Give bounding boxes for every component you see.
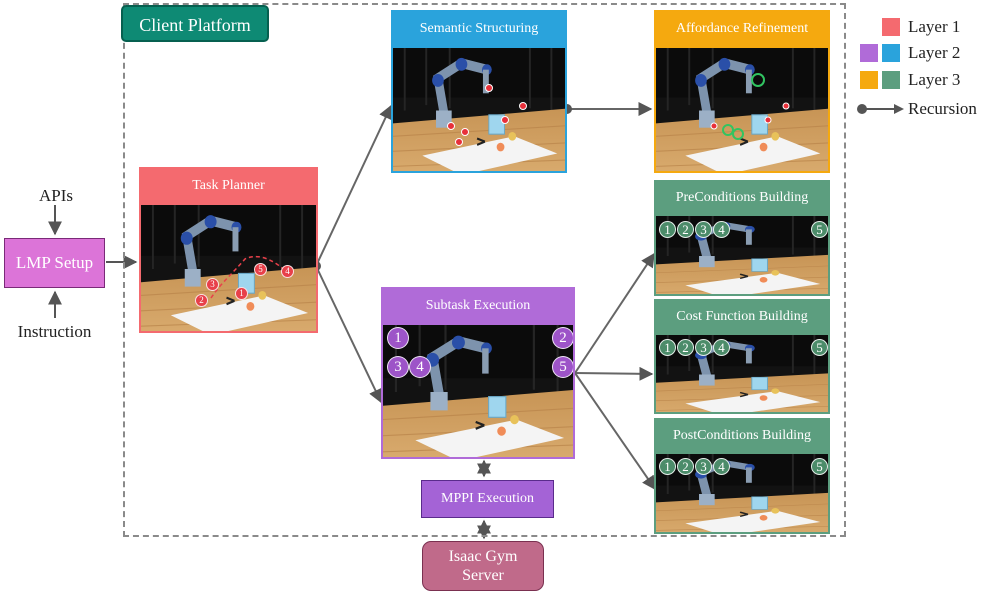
instruction-label: Instruction	[17, 322, 92, 341]
cost-function-badge-2: 2	[677, 339, 694, 356]
trajectory-mark-4: 4	[281, 265, 294, 278]
legend-layer3-label: Layer 3	[908, 70, 961, 89]
semantic-structuring-panel: Semantic Structuring	[391, 10, 567, 173]
client-platform-label: Client Platform	[121, 5, 269, 42]
precondition-badge-4: 4	[713, 221, 730, 238]
legend-recursion-label: Recursion	[908, 99, 977, 118]
postcondition-badge-3: 3	[695, 458, 712, 475]
apis-label: APIs	[38, 186, 73, 205]
isaac-gym-server-line-2: Server	[462, 567, 504, 584]
legend: Layer 1 Layer 2 Layer 3 Recursion	[856, 12, 996, 124]
legend-layer3-swatch-b	[882, 71, 900, 89]
cost-function-badge-1: 1	[659, 339, 676, 356]
preconditions-building-title: PreConditions Building	[656, 182, 828, 216]
subtask-badge-2: 2	[552, 327, 573, 349]
legend-layer2-swatch-b	[882, 44, 900, 62]
task-planner-title: Task Planner	[141, 169, 316, 205]
subtask-badge-4: 4	[409, 356, 431, 378]
recursion-arrow-icon	[857, 104, 904, 114]
affordance-markers	[710, 73, 790, 140]
subtask-execution-title: Subtask Execution	[383, 289, 573, 325]
isaac-gym-server-box: Isaac Gym Server	[422, 541, 544, 591]
legend-layer2-label: Layer 2	[908, 43, 961, 62]
task-planner-trajectory	[210, 255, 284, 299]
legend-layer3: Layer 3	[856, 69, 996, 91]
trajectory-mark-2: 2	[195, 294, 208, 307]
precondition-badge-1: 1	[659, 221, 676, 238]
subtask-execution-scene-image	[383, 323, 575, 459]
cost-function-building-title: Cost Function Building	[656, 301, 828, 335]
precondition-badge-2: 2	[677, 221, 694, 238]
precondition-badge-5: 5	[811, 221, 828, 238]
legend-layer2-swatch-a	[860, 44, 878, 62]
legend-layer1-label: Layer 1	[908, 17, 961, 36]
legend-layer1: Layer 1	[856, 16, 996, 38]
semantic-structuring-title: Semantic Structuring	[393, 12, 565, 48]
affordance-refinement-title: Affordance Refinement	[656, 12, 828, 48]
trajectory-mark-1: 1	[235, 287, 248, 300]
subtask-badge-3: 3	[387, 356, 409, 378]
postconditions-building-title: PostConditions Building	[656, 420, 828, 454]
cost-function-badge-5: 5	[811, 339, 828, 356]
trajectory-mark-3: 3	[206, 278, 219, 291]
subtask-execution-panel: Subtask Execution 1 2 3 4 5	[381, 287, 575, 459]
legend-layer3-swatch-a	[860, 71, 878, 89]
postcondition-badge-1: 1	[659, 458, 676, 475]
subtask-badge-5: 5	[552, 356, 573, 378]
task-planner-panel: Task Planner 3 2 1 5 4	[139, 167, 318, 333]
preconditions-building-panel: PreConditions Building 1 2 3 4 5	[654, 180, 830, 296]
keypoint-markers	[447, 84, 527, 146]
legend-recursion: Recursion	[856, 98, 996, 120]
legend-layer1-swatch	[882, 18, 900, 36]
postcondition-badge-2: 2	[677, 458, 694, 475]
subtask-badge-1: 1	[387, 327, 409, 349]
trajectory-mark-5: 5	[254, 263, 267, 276]
cost-function-badge-4: 4	[713, 339, 730, 356]
mppi-execution-box: MPPI Execution	[421, 480, 554, 518]
legend-layer2: Layer 2	[856, 42, 996, 64]
cost-function-building-panel: Cost Function Building 1 2 3 4 5	[654, 299, 830, 414]
affordance-refinement-panel: Affordance Refinement	[654, 10, 830, 173]
lmp-setup-box: LMP Setup	[4, 238, 105, 288]
cost-function-badge-3: 3	[695, 339, 712, 356]
postconditions-building-panel: PostConditions Building 1 2 3 4 5	[654, 418, 830, 534]
client-platform-boundary	[123, 3, 846, 537]
isaac-gym-server-line-1: Isaac Gym	[448, 548, 518, 565]
postcondition-badge-4: 4	[713, 458, 730, 475]
postcondition-badge-5: 5	[811, 458, 828, 475]
precondition-badge-3: 3	[695, 221, 712, 238]
